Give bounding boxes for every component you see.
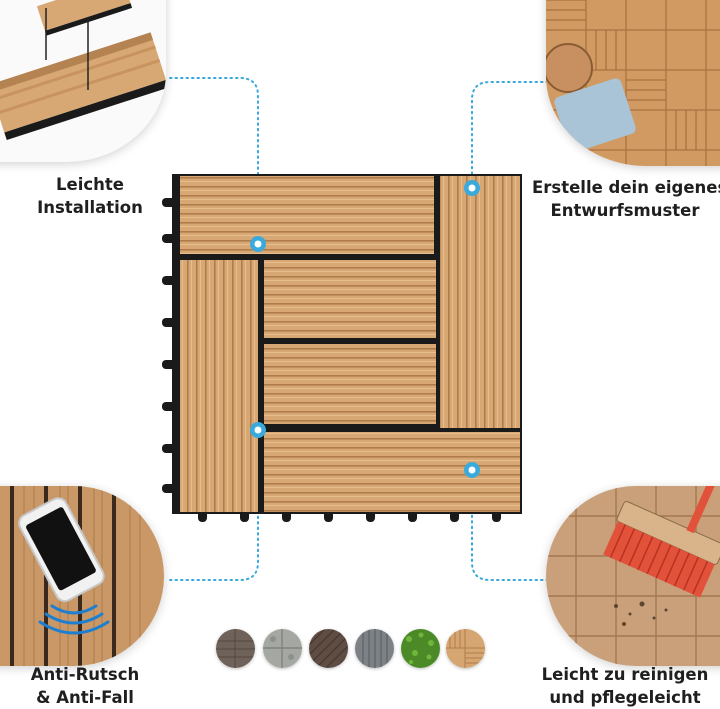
connector-pattern <box>471 81 549 185</box>
feature-label-installation: Leichte Installation <box>20 173 160 219</box>
connector-dots <box>250 180 480 478</box>
cleaning-illustration <box>546 486 720 666</box>
installation-illustration <box>0 0 166 162</box>
feature-label-line: Entwurfsmuster <box>550 201 700 220</box>
feature-label-line: & Anti-Fall <box>36 688 134 707</box>
connector-anti-slip <box>169 431 259 581</box>
feature-label-cleaning: Leicht zu reinigen und pflegeleicht <box>532 663 718 709</box>
feature-label-anti-slip: Anti-Rutsch & Anti-Fall <box>10 663 160 709</box>
slat-bottom <box>264 432 520 512</box>
feature-label-line: Erstelle dein eigenes <box>532 178 720 197</box>
swatch-teak[interactable] <box>446 629 485 668</box>
swatch-dark-brown[interactable] <box>309 629 348 668</box>
pattern-illustration <box>546 0 720 166</box>
slat-left-vertical <box>180 260 258 512</box>
connector-cleaning <box>471 473 549 581</box>
connector-installation <box>169 77 259 241</box>
feature-label-line: und pflegeleicht <box>549 688 701 707</box>
clips-left <box>162 198 176 493</box>
feature-label-pattern: Erstelle dein eigenes Entwurfsmuster <box>532 176 720 222</box>
anti-slip-illustration <box>0 486 164 666</box>
swatch-dark-brown-grooved[interactable] <box>216 629 255 668</box>
slat-middle-upper <box>264 260 436 338</box>
feature-label-line: Anti-Rutsch <box>30 665 140 684</box>
slat-top <box>180 176 434 254</box>
feature-label-line: Leicht zu reinigen <box>541 665 709 684</box>
slat-middle-lower <box>264 344 436 424</box>
swatch-grey[interactable] <box>355 629 394 668</box>
feature-label-line: Installation <box>37 198 143 217</box>
slat-right-vertical <box>440 176 520 428</box>
swatch-artificial-grass[interactable] <box>401 629 440 668</box>
swatch-stone-grey[interactable] <box>263 629 302 668</box>
deck-tile <box>162 174 522 522</box>
feature-label-line: Leichte <box>56 175 124 194</box>
